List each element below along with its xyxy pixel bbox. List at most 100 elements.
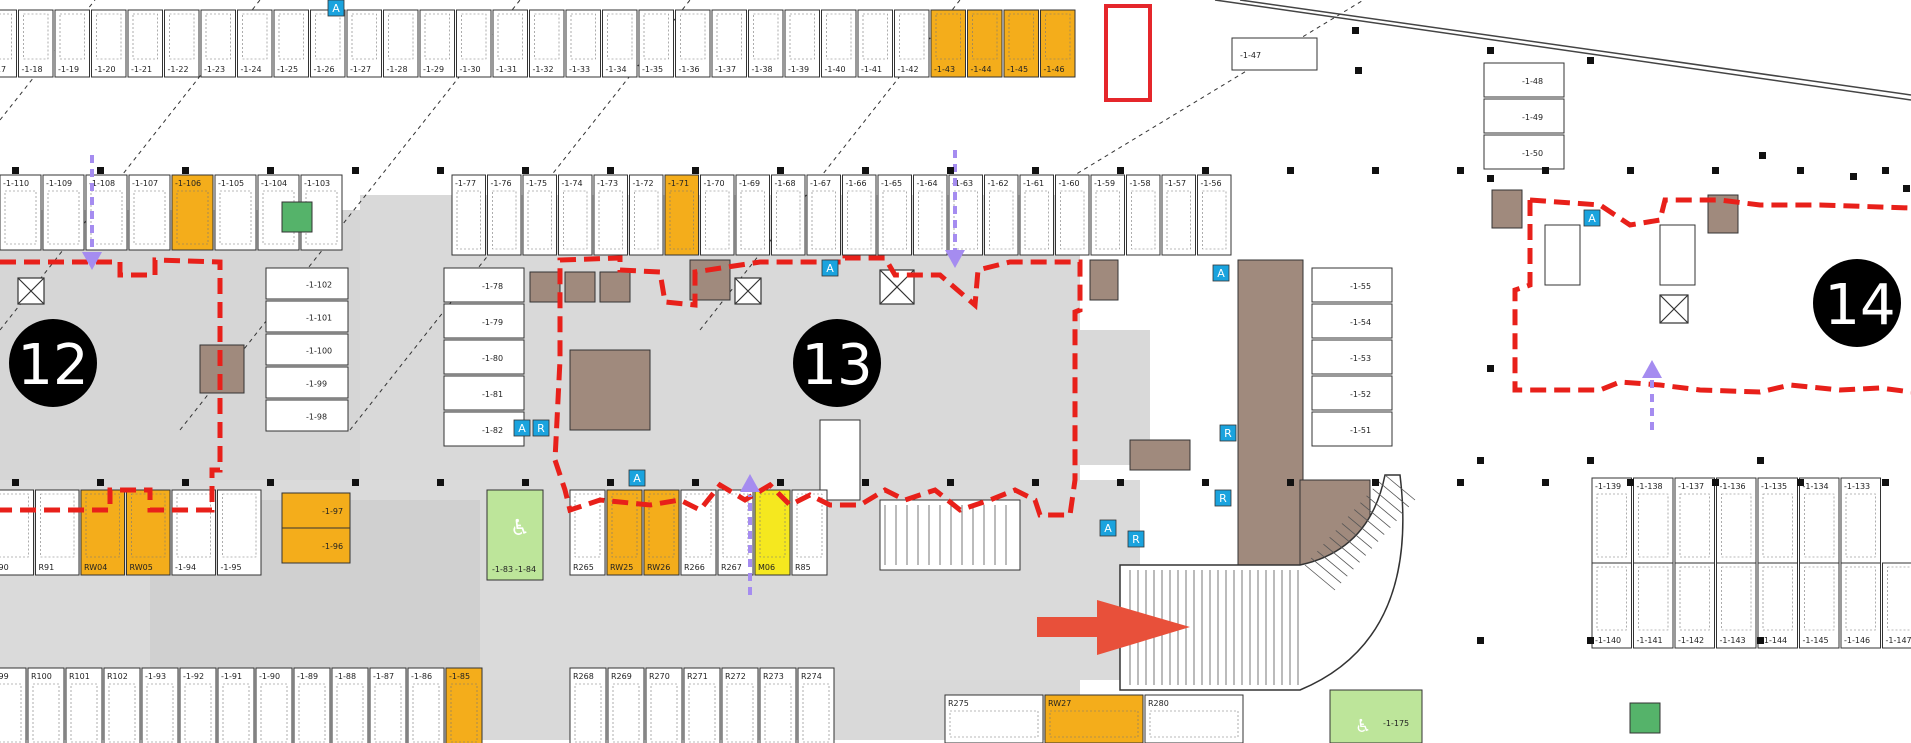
parking-slot[interactable] <box>683 667 721 743</box>
parking-slot[interactable] <box>1633 477 1674 564</box>
parking-slot[interactable] <box>877 174 912 256</box>
parking-slot[interactable] <box>1311 303 1393 339</box>
parking-slot[interactable] <box>171 489 216 576</box>
parking-slot[interactable] <box>806 174 841 256</box>
parking-slot[interactable] <box>103 667 141 743</box>
parking-slot[interactable] <box>1311 411 1393 447</box>
parking-slot[interactable] <box>700 174 735 256</box>
parking-slot[interactable] <box>0 667 27 743</box>
parking-slot[interactable] <box>27 667 65 743</box>
parking-slot[interactable] <box>42 174 85 251</box>
parking-slot[interactable] <box>791 489 828 576</box>
parking-slot[interactable] <box>1126 174 1161 256</box>
parking-slot[interactable] <box>35 489 80 576</box>
parking-slot[interactable] <box>607 667 645 743</box>
parking-slot[interactable] <box>944 694 1044 743</box>
parking-slot[interactable] <box>711 9 747 78</box>
parking-slot[interactable] <box>735 174 770 256</box>
parking-slot[interactable] <box>265 267 349 300</box>
parking-slot[interactable] <box>1840 477 1881 564</box>
parking-slot[interactable] <box>784 9 820 78</box>
parking-slot[interactable] <box>1055 174 1090 256</box>
parking-slot[interactable] <box>759 667 797 743</box>
parking-slot[interactable] <box>1483 134 1565 170</box>
parking-slot[interactable] <box>967 9 1003 78</box>
parking-slot[interactable] <box>1882 562 1911 649</box>
parking-slot[interactable] <box>179 667 217 743</box>
parking-slot[interactable] <box>771 174 806 256</box>
parking-slot[interactable] <box>721 667 759 743</box>
parking-slot[interactable] <box>1716 477 1757 564</box>
parking-slot[interactable] <box>565 9 601 78</box>
parking-slot[interactable] <box>456 9 492 78</box>
parking-slot[interactable] <box>797 667 835 743</box>
parking-slot[interactable] <box>1799 562 1840 649</box>
parking-slot[interactable] <box>164 9 200 78</box>
parking-slot[interactable] <box>214 174 257 251</box>
parking-slot[interactable] <box>273 9 309 78</box>
parking-slot[interactable] <box>255 667 293 743</box>
parking-slot[interactable] <box>383 9 419 78</box>
parking-slot[interactable] <box>1483 62 1565 98</box>
parking-slot[interactable] <box>80 489 125 576</box>
parking-slot[interactable] <box>717 489 754 576</box>
parking-slot[interactable] <box>1591 562 1632 649</box>
parking-slot[interactable] <box>200 9 236 78</box>
parking-slot[interactable] <box>1757 562 1798 649</box>
parking-slot[interactable] <box>645 667 683 743</box>
parking-slot[interactable] <box>0 174 42 251</box>
parking-slot[interactable] <box>237 9 273 78</box>
parking-slot[interactable] <box>569 667 607 743</box>
parking-slot[interactable] <box>638 9 674 78</box>
parking-slot[interactable] <box>1483 98 1565 134</box>
parking-slot[interactable] <box>821 9 857 78</box>
parking-slot[interactable] <box>265 333 349 366</box>
parking-slot[interactable] <box>443 339 525 375</box>
parking-slot[interactable] <box>1799 477 1840 564</box>
parking-slot[interactable] <box>1757 477 1798 564</box>
parking-slot[interactable] <box>602 9 638 78</box>
parking-slot[interactable] <box>331 667 369 743</box>
parking-slot[interactable] <box>1633 562 1674 649</box>
parking-slot[interactable] <box>1674 562 1715 649</box>
parking-slot[interactable] <box>1144 694 1244 743</box>
parking-slot[interactable] <box>1716 562 1757 649</box>
parking-slot[interactable] <box>842 174 877 256</box>
parking-slot[interactable] <box>217 489 262 576</box>
parking-slot[interactable] <box>930 9 966 78</box>
parking-slot[interactable] <box>913 174 948 256</box>
parking-slot[interactable] <box>127 9 163 78</box>
highlighted-slot-frame[interactable] <box>1104 4 1152 102</box>
parking-slot[interactable] <box>487 174 522 256</box>
parking-slot[interactable] <box>369 667 407 743</box>
parking-slot[interactable] <box>1674 477 1715 564</box>
parking-slot[interactable] <box>91 9 127 78</box>
parking-slot[interactable] <box>451 174 486 256</box>
parking-slot[interactable] <box>522 174 557 256</box>
parking-slot[interactable] <box>65 667 103 743</box>
parking-slot[interactable] <box>0 489 34 576</box>
parking-slot[interactable] <box>894 9 930 78</box>
parking-slot[interactable] <box>492 9 528 78</box>
parking-slot[interactable] <box>265 300 349 333</box>
parking-slot[interactable] <box>754 489 791 576</box>
parking-slot[interactable] <box>558 174 593 256</box>
parking-slot[interactable] <box>346 9 382 78</box>
parking-slot[interactable] <box>857 9 893 78</box>
parking-slot[interactable] <box>748 9 784 78</box>
parking-slot[interactable] <box>419 9 455 78</box>
parking-slot[interactable] <box>407 667 445 743</box>
parking-slot[interactable] <box>265 399 349 432</box>
parking-slot[interactable] <box>1161 174 1196 256</box>
parking-slot[interactable] <box>0 9 17 78</box>
parking-slot[interactable] <box>128 174 171 251</box>
parking-slot[interactable] <box>217 667 255 743</box>
parking-slot[interactable] <box>265 366 349 399</box>
parking-slot[interactable] <box>529 9 565 78</box>
parking-slot[interactable] <box>629 174 664 256</box>
parking-slot[interactable] <box>126 489 171 576</box>
parking-slot[interactable] <box>171 174 214 251</box>
parking-slot[interactable] <box>1311 267 1393 303</box>
parking-slot[interactable] <box>1003 9 1039 78</box>
parking-slot[interactable] <box>1591 477 1632 564</box>
